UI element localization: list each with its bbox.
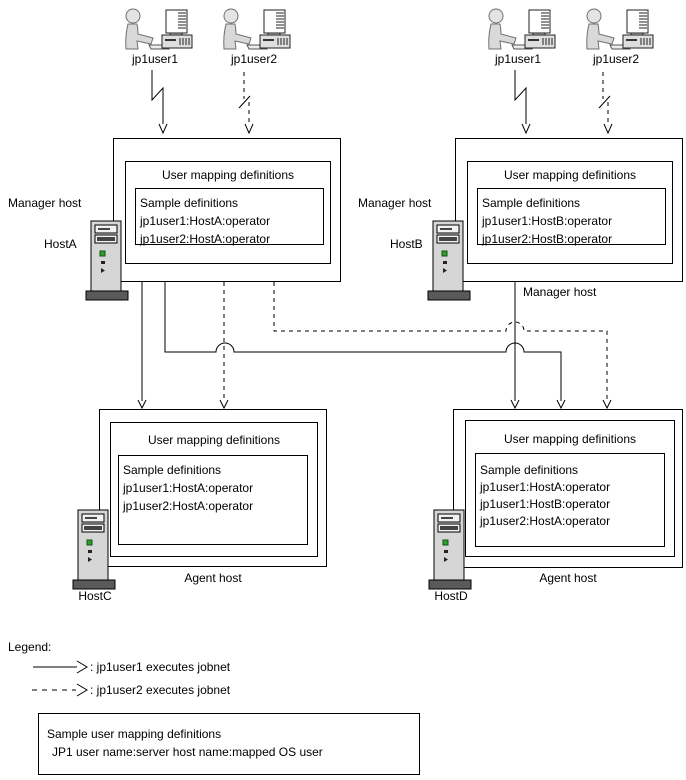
manager-hostb-box-title: User mapping definitions <box>503 168 637 182</box>
note-line2: JP1 user name:server host name:mapped OS… <box>52 745 323 759</box>
sample-heading: Sample definitions <box>140 196 239 210</box>
arrow-hosta-to-hostd-dashed <box>273 282 612 410</box>
manager-hostb-below-label: Manager host <box>523 285 597 299</box>
sample-heading: Sample definitions <box>480 463 579 477</box>
legend-dashed-arrow-sample <box>32 683 88 697</box>
manager-hosta-role-label: Manager host <box>8 196 82 210</box>
user-workstation-icon <box>586 8 654 50</box>
hostb-name-label: HostB <box>390 237 423 251</box>
manager-hosta-box-title: User mapping definitions <box>161 168 295 182</box>
mapping-line: jp1user2:HostA:operator <box>140 232 271 246</box>
legend-item-dashed-label: : jp1user2 executes jobnet <box>90 683 231 697</box>
agent-hostd-box-title: User mapping definitions <box>503 432 637 446</box>
mapping-line: jp1user1:HostA:operator <box>140 214 271 228</box>
arrow-user2-to-hosta <box>238 72 254 135</box>
agent-hostd-sample-box: Sample definitions jp1user1:HostA:operat… <box>475 453 665 547</box>
legend-title: Legend: <box>8 640 52 654</box>
manager-hostb-sample-box: Sample definitions jp1user1:HostB:operat… <box>477 188 666 246</box>
arrow-hosta-to-hostd-solid <box>164 282 566 410</box>
user-label: jp1user1 <box>131 52 179 66</box>
mapping-line: jp1user2:HostA:operator <box>123 499 254 513</box>
note-line1: Sample user mapping definitions <box>47 727 222 741</box>
user-workstation-icon <box>223 8 291 50</box>
arrow-user2-to-hostb <box>598 72 613 135</box>
sample-heading: Sample definitions <box>123 463 222 477</box>
mapping-line: jp1user1:HostA:operator <box>123 481 254 495</box>
arrow-hosta-to-hostc-solid <box>137 282 147 410</box>
manager-hosta-sample-box: Sample definitions jp1user1:HostA:operat… <box>135 188 324 246</box>
user-label: jp1user2 <box>592 52 640 66</box>
sample-heading: Sample definitions <box>482 196 581 210</box>
arrow-hostb-to-hostd-solid <box>510 282 520 410</box>
arrow-hosta-to-hostc-dashed <box>219 282 229 410</box>
agent-hostc-box-title: User mapping definitions <box>147 433 281 447</box>
agent-hostd-role-label: Agent host <box>539 571 597 585</box>
user-label: jp1user1 <box>494 52 542 66</box>
mapping-line: jp1user1:HostB:operator <box>482 214 613 228</box>
hosta-name-label: HostA <box>44 237 77 251</box>
hostc-name-label: HostC <box>78 589 112 603</box>
user-label: jp1user2 <box>230 52 278 66</box>
legend-note-box: Sample user mapping definitions JP1 user… <box>38 713 420 775</box>
mapping-line: jp1user1:HostA:operator <box>480 480 611 494</box>
user-workstation-icon <box>488 8 556 50</box>
legend-item-solid-label: : jp1user1 executes jobnet <box>90 660 231 674</box>
manager-hostb-role-label: Manager host <box>358 196 432 210</box>
agent-hostc-sample-box: Sample definitions jp1user1:HostA:operat… <box>118 455 308 545</box>
arrow-user1-to-hostb <box>514 70 531 135</box>
user-workstation-icon <box>125 8 193 50</box>
agent-hostc-role-label: Agent host <box>184 571 242 585</box>
mapping-line: jp1user1:HostB:operator <box>480 497 611 511</box>
mapping-line: jp1user2:HostA:operator <box>480 514 611 528</box>
arrow-user1-to-hosta <box>151 70 168 135</box>
hostd-name-label: HostD <box>434 589 468 603</box>
mapping-line: jp1user2:HostB:operator <box>482 232 613 246</box>
legend-solid-arrow-sample <box>33 660 88 674</box>
